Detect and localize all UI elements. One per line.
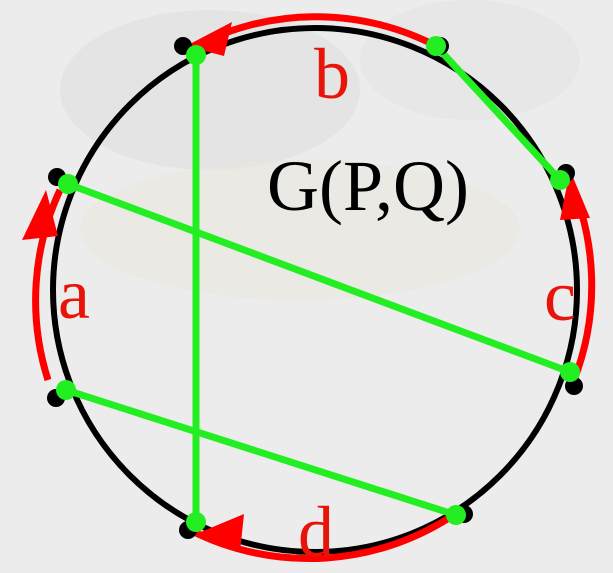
title-label: G(P,Q) bbox=[267, 146, 469, 226]
chord-upper-diagonal bbox=[66, 180, 572, 376]
main-circle bbox=[50, 25, 580, 555]
chord-top-right bbox=[435, 45, 563, 183]
arc-label-c: c bbox=[544, 256, 576, 336]
chord-endpoint-dots bbox=[56, 36, 580, 532]
arc-label-a: a bbox=[58, 254, 90, 334]
arc-label-b: b bbox=[314, 34, 350, 114]
arrowhead-a bbox=[22, 190, 58, 240]
chord-lower-diagonal bbox=[64, 386, 458, 519]
arc-label-d: d bbox=[298, 492, 334, 572]
background-watermark bbox=[60, 0, 580, 300]
arrowhead-d bbox=[196, 514, 244, 552]
